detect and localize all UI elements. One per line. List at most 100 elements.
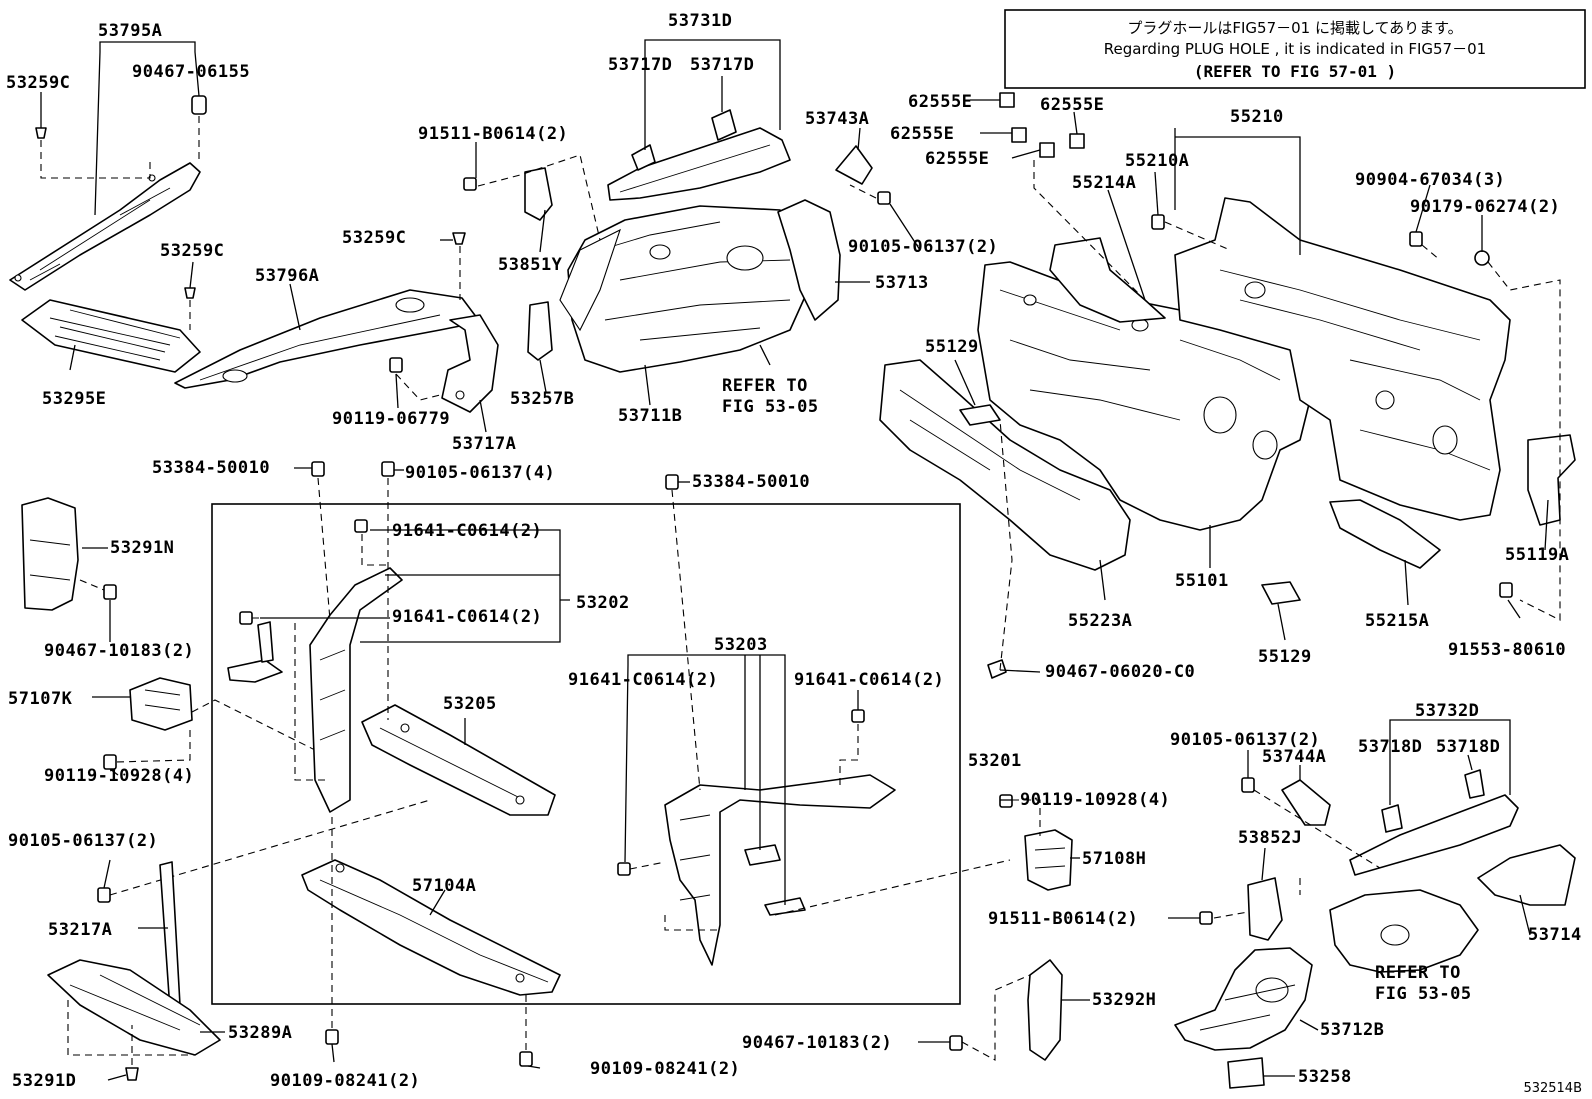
label-53295E[interactable]: 53295E — [42, 389, 106, 409]
label-53205[interactable]: 53205 — [443, 694, 497, 714]
label-91511-B0614-b[interactable]: 91511-B0614(2) — [988, 909, 1138, 929]
label-90467-10183-a[interactable]: 90467-10183(2) — [44, 641, 194, 661]
label-53258[interactable]: 53258 — [1298, 1067, 1352, 1087]
bolt-90467-10183-b[interactable] — [949, 1035, 963, 1051]
label-62555E-c[interactable]: 62555E — [890, 124, 954, 144]
clip-53259C-a[interactable] — [35, 118, 47, 139]
label-55129-b[interactable]: 55129 — [1258, 647, 1312, 667]
bolt-91641-C0614-c[interactable] — [617, 862, 631, 876]
label-90105-06137-4[interactable]: 90105-06137(4) — [405, 463, 555, 483]
label-90105-06137-2b[interactable]: 90105-06137(2) — [8, 831, 158, 851]
part-53205[interactable] — [361, 704, 556, 816]
label-90119-10928-a[interactable]: 90119-10928(4) — [44, 766, 194, 786]
label-90119-06779[interactable]: 90119-06779 — [332, 409, 450, 429]
label-90467-10183-b[interactable]: 90467-10183(2) — [742, 1033, 892, 1053]
bolt-90904-67034[interactable] — [1409, 231, 1423, 247]
part-53203[interactable] — [664, 774, 896, 966]
label-62555E-a[interactable]: 62555E — [908, 92, 972, 112]
label-53257B[interactable]: 53257B — [510, 389, 574, 409]
label-57108H[interactable]: 57108H — [1082, 849, 1146, 869]
label-55119A[interactable]: 55119A — [1505, 545, 1569, 565]
bolt-55210A[interactable] — [1151, 214, 1165, 230]
label-90105-06137-2c[interactable]: 90105-06137(2) — [1170, 730, 1320, 750]
part-53717A[interactable] — [441, 314, 499, 413]
bolt-90119-10928-b[interactable] — [999, 794, 1013, 808]
label-53712B[interactable]: 53712B — [1320, 1020, 1384, 1040]
label-53384-50010-b[interactable]: 53384-50010 — [692, 472, 810, 492]
label-53384-50010-a[interactable]: 53384-50010 — [152, 458, 270, 478]
label-53795A[interactable]: 53795A — [98, 21, 162, 41]
part-53258[interactable] — [1227, 1057, 1265, 1089]
part-57104A[interactable] — [301, 859, 561, 996]
part-53711B[interactable] — [559, 205, 809, 373]
bolt-90109-08241-a[interactable] — [325, 1029, 339, 1045]
label-53717A[interactable]: 53717A — [452, 434, 516, 454]
part-53712-inner[interactable] — [1329, 889, 1479, 973]
bolt-91511-B0614-b[interactable] — [1199, 911, 1213, 925]
label-55223A[interactable]: 55223A — [1068, 611, 1132, 631]
label-55210A[interactable]: 55210A — [1125, 151, 1189, 171]
part-53713[interactable] — [777, 199, 841, 321]
label-55129-a[interactable]: 55129 — [925, 337, 979, 357]
part-53257B[interactable] — [527, 301, 553, 361]
bolt-90119-06779[interactable] — [389, 357, 403, 373]
label-57104A[interactable]: 57104A — [412, 876, 476, 896]
label-53202[interactable]: 53202 — [576, 593, 630, 613]
label-53201[interactable]: 53201 — [968, 751, 1022, 771]
part-55129-b[interactable] — [1261, 581, 1301, 605]
label-53291D[interactable]: 53291D — [12, 1071, 76, 1091]
label-90109-08241-a[interactable]: 90109-08241(2) — [270, 1071, 420, 1091]
label-91641-C0614-c[interactable]: 91641-C0614(2) — [568, 670, 718, 690]
part-53295E[interactable] — [21, 299, 201, 373]
clip-90467-06020-C0[interactable] — [987, 659, 1007, 679]
clip-90467-06155[interactable] — [191, 95, 207, 115]
label-53203[interactable]: 53203 — [714, 635, 768, 655]
label-90109-08241-b[interactable]: 90109-08241(2) — [590, 1059, 740, 1079]
label-53718D-a[interactable]: 53718D — [1358, 737, 1422, 757]
part-53217A[interactable] — [159, 861, 181, 1011]
part-55215A[interactable] — [1329, 499, 1441, 569]
label-53796A[interactable]: 53796A — [255, 266, 319, 286]
label-53217A[interactable]: 53217A — [48, 920, 112, 940]
label-53259C-b[interactable]: 53259C — [160, 241, 224, 261]
label-62555E-b[interactable]: 62555E — [1040, 95, 1104, 115]
label-91553-80610[interactable]: 91553-80610 — [1448, 640, 1566, 660]
part-53712B[interactable] — [1174, 947, 1313, 1051]
label-91641-C0614-b[interactable]: 91641-C0614(2) — [392, 607, 542, 627]
part-53732D[interactable] — [1349, 769, 1519, 876]
part-55214A[interactable] — [1049, 237, 1166, 323]
label-53718D-b[interactable]: 53718D — [1436, 737, 1500, 757]
label-90179-06274[interactable]: 90179-06274(2) — [1410, 197, 1560, 217]
bolt-90105-06137-c[interactable] — [381, 461, 395, 477]
label-90467-06020-C0[interactable]: 90467-06020-C0 — [1045, 662, 1195, 682]
label-53292H[interactable]: 53292H — [1092, 990, 1156, 1010]
label-53852J[interactable]: 53852J — [1238, 828, 1302, 848]
label-53717D-b[interactable]: 53717D — [690, 55, 754, 75]
label-90904-67034[interactable]: 90904-67034(3) — [1355, 170, 1505, 190]
part-57108H[interactable] — [1024, 829, 1073, 891]
label-55210[interactable]: 55210 — [1230, 107, 1284, 127]
clip-53259C-c[interactable] — [452, 232, 466, 245]
label-57107K[interactable]: 57107K — [8, 689, 73, 709]
label-55101[interactable]: 55101 — [1175, 571, 1229, 591]
bolt-90109-08241-b[interactable] — [519, 1051, 533, 1067]
label-62555E-d[interactable]: 62555E — [925, 149, 989, 169]
bolt-90105-06137-b[interactable] — [97, 887, 111, 903]
part-55119A[interactable] — [1527, 434, 1576, 526]
bolt-91641-C0614-d[interactable] — [851, 709, 865, 723]
label-53851Y[interactable]: 53851Y — [498, 255, 563, 275]
label-53743A[interactable]: 53743A — [805, 109, 869, 129]
grommets-62555E[interactable] — [999, 92, 1085, 158]
part-53851Y[interactable] — [524, 167, 553, 221]
bolt-90105-06137-d[interactable] — [1241, 777, 1255, 793]
label-53744A[interactable]: 53744A — [1262, 747, 1326, 767]
label-91641-C0614-a[interactable]: 91641-C0614(2) — [392, 521, 542, 541]
part-53852J[interactable] — [1247, 877, 1283, 941]
part-53714[interactable] — [1477, 844, 1576, 906]
label-53713[interactable]: 53713 — [875, 273, 929, 293]
label-53731D[interactable]: 53731D — [668, 11, 732, 31]
clip-53259C-b[interactable] — [184, 287, 196, 299]
bolt-90105-06137-a[interactable] — [877, 191, 891, 205]
part-53292H[interactable] — [1027, 959, 1063, 1061]
clip-53384-50010-b[interactable] — [665, 474, 679, 490]
